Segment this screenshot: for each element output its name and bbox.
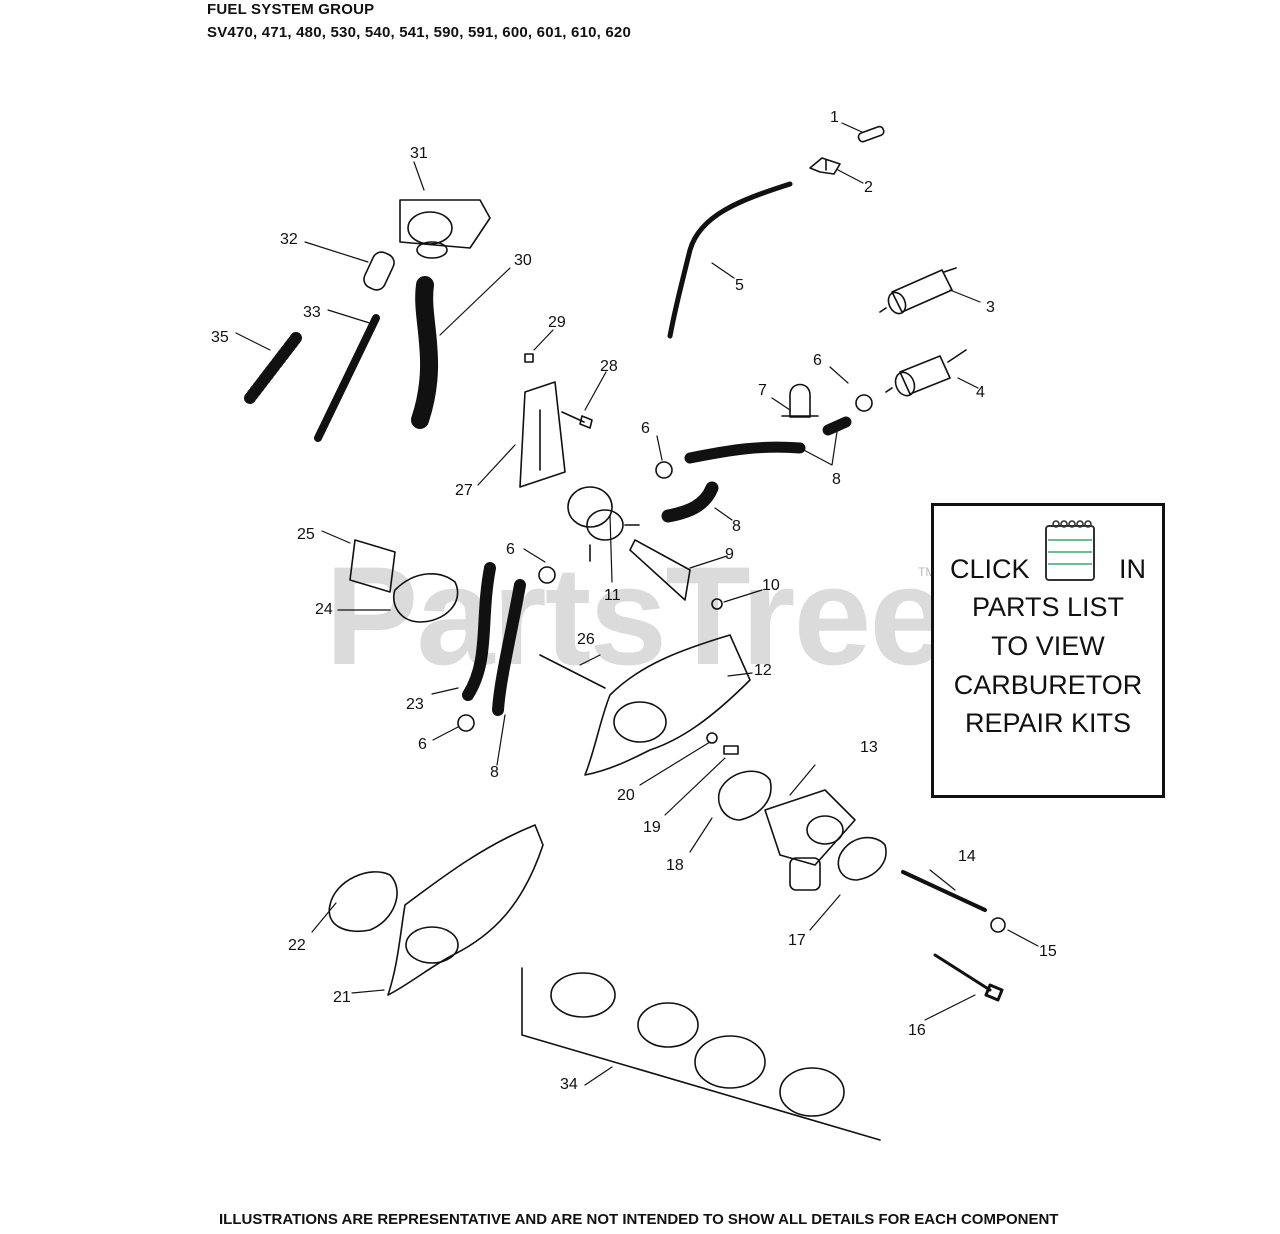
carburetor-kit-button[interactable]: CLICK IN PARTS LIST TO VIEW CARBURETOR R… <box>931 503 1165 798</box>
part-7-clip <box>781 383 819 418</box>
callout-10[interactable]: 10 <box>762 577 780 594</box>
callout-18[interactable]: 18 <box>666 857 684 874</box>
part-10-screw <box>711 598 723 610</box>
callout-6[interactable]: 6 <box>813 352 822 369</box>
callout-5[interactable]: 5 <box>735 277 744 294</box>
callout-7[interactable]: 7 <box>758 382 767 399</box>
part-12-intake-adapter <box>584 634 751 776</box>
kit-line-repair-kits: REPAIR KITS <box>964 708 1132 738</box>
part-30-hose <box>411 276 439 429</box>
kit-click-label: CLICK <box>950 554 1030 584</box>
callout-24[interactable]: 24 <box>315 601 333 618</box>
watermark-tm: TM <box>918 565 936 579</box>
callout-23[interactable]: 23 <box>406 696 424 713</box>
part-22-gasket <box>328 871 398 932</box>
callout-22[interactable]: 22 <box>288 937 306 954</box>
callout-8[interactable]: 8 <box>490 764 499 781</box>
leader-lines <box>235 122 1039 1086</box>
part-6-clamp <box>457 714 475 732</box>
kit-line-carburetor: CARBURETOR <box>953 670 1143 700</box>
callout-13[interactable]: 13 <box>860 739 878 756</box>
part-14-stud <box>901 870 987 912</box>
callout-27[interactable]: 27 <box>455 482 473 499</box>
callout-33[interactable]: 33 <box>303 304 321 321</box>
callout-6[interactable]: 6 <box>506 541 515 558</box>
callout-2[interactable]: 2 <box>864 179 873 196</box>
callout-26[interactable]: 26 <box>577 631 595 648</box>
callout-12[interactable]: 12 <box>754 662 772 679</box>
callout-31[interactable]: 31 <box>410 145 428 162</box>
part-6-clamp <box>538 566 556 584</box>
callout-25[interactable]: 25 <box>297 526 315 543</box>
part-11-fuel-pump <box>567 486 640 562</box>
callout-6[interactable]: 6 <box>418 736 427 753</box>
callout-20[interactable]: 20 <box>617 787 635 804</box>
part-8-hose <box>661 481 719 523</box>
callout-3[interactable]: 3 <box>986 299 995 316</box>
notepad-icon <box>1045 520 1095 581</box>
callout-4[interactable]: 4 <box>976 384 985 401</box>
part-1-pin <box>857 125 885 143</box>
part-24-gasket <box>393 573 459 623</box>
callout-1[interactable]: 1 <box>830 109 839 126</box>
callout-29[interactable]: 29 <box>548 314 566 331</box>
part-8-hose <box>684 441 806 464</box>
part-6-clamp <box>855 394 873 412</box>
part-8-hose <box>822 416 852 436</box>
part-34-gasket-set <box>521 967 881 1141</box>
part-31-fuel-pump <box>399 199 491 259</box>
callout-35[interactable]: 35 <box>211 329 229 346</box>
part-27-bracket <box>519 381 566 488</box>
callout-11[interactable]: 11 <box>604 587 621 604</box>
part-21-intake-adapter <box>387 824 544 996</box>
part-17-gasket <box>837 836 887 881</box>
part-29-screw <box>524 353 534 363</box>
part-20-washer <box>706 732 718 744</box>
callout-34[interactable]: 34 <box>560 1076 578 1093</box>
callout-17[interactable]: 17 <box>788 932 806 949</box>
kit-line-parts-list: PARTS LIST <box>971 592 1125 622</box>
callout-16[interactable]: 16 <box>908 1022 926 1039</box>
part-12-port <box>613 701 667 743</box>
part-13-carburetor <box>764 789 856 891</box>
part-28-screw <box>561 411 593 429</box>
part-19-screw <box>723 745 739 755</box>
part-32-filter <box>363 251 395 291</box>
part-6-clamp <box>655 461 673 479</box>
part-26-rod <box>539 654 606 689</box>
part-35-tube <box>244 332 302 404</box>
callout-6[interactable]: 6 <box>641 420 650 437</box>
part-5-fuel-line <box>667 181 793 339</box>
kit-line-to-view: TO VIEW <box>991 631 1105 661</box>
part-25-plate <box>349 539 396 593</box>
part-21-port <box>405 926 459 964</box>
part-15-nut <box>990 917 1006 933</box>
callout-30[interactable]: 30 <box>514 252 532 269</box>
part-9-bracket <box>629 539 691 601</box>
callout-32[interactable]: 32 <box>280 231 298 248</box>
model-list: SV470, 471, 480, 530, 540, 541, 590, 591… <box>207 24 632 41</box>
part-8-hose <box>492 579 526 716</box>
part-4-fuel-filter <box>885 349 967 397</box>
part-2-clip <box>809 157 841 175</box>
disclaimer-footer: ILLUSTRATIONS ARE REPRESENTATIVE AND ARE… <box>219 1211 1059 1228</box>
callout-19[interactable]: 19 <box>643 819 661 836</box>
callout-9[interactable]: 9 <box>725 546 734 563</box>
callout-8[interactable]: 8 <box>832 471 841 488</box>
part-23-hose <box>462 562 496 701</box>
part-18-gasket <box>718 770 772 821</box>
callout-21[interactable]: 21 <box>333 989 351 1006</box>
callout-8[interactable]: 8 <box>732 518 741 535</box>
diagram-title: FUEL SYSTEM GROUP <box>207 1 375 18</box>
callout-28[interactable]: 28 <box>600 358 618 375</box>
callout-15[interactable]: 15 <box>1039 943 1057 960</box>
callout-14[interactable]: 14 <box>958 848 976 865</box>
part-16-bolt <box>933 953 1004 1002</box>
part-3-fuel-filter <box>879 267 957 315</box>
kit-in-label: IN <box>1119 554 1146 584</box>
part-33-tube <box>314 314 380 442</box>
